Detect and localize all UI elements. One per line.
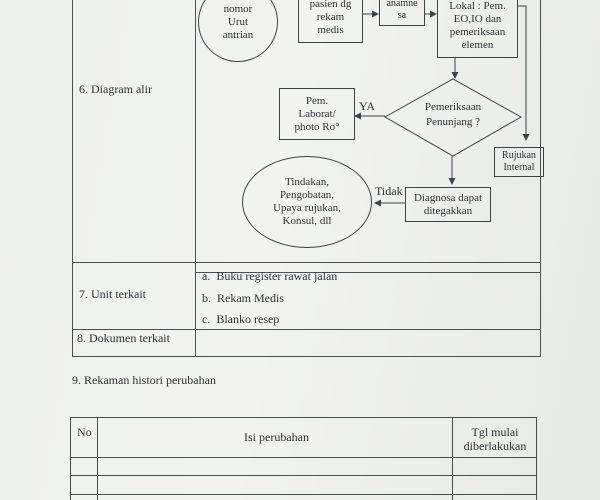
history-col-divider <box>452 417 453 500</box>
history-left-border <box>70 417 71 500</box>
history-row-line <box>70 475 537 476</box>
table-right-border <box>540 0 541 357</box>
list-item: c. Blanko resep <box>202 312 280 326</box>
col-header-no: No <box>77 425 92 439</box>
node-local-exam: Lokal : Pem. EO,IO dan pemeriksaan eleme… <box>437 0 518 58</box>
node-patient-record: pasien dg rekam medis <box>298 0 363 43</box>
section-title-change-history: 9. Rekaman histori perubahan <box>72 373 216 387</box>
row-divider-6-7 <box>72 262 541 263</box>
node-treatment: Tindakan, Pengobatan, Upaya rujukan, Kon… <box>242 156 372 248</box>
row-divider-7-8 <box>72 329 541 330</box>
table-left-border <box>72 0 73 356</box>
unit-items-inner-line <box>195 272 540 273</box>
list-item: a. Buku register rawat jalan <box>202 269 338 283</box>
row-label-related-document: 8. Dokumen terkait <box>77 331 170 345</box>
node-anamnesa: anamne sa <box>379 0 425 26</box>
history-top-border <box>70 417 537 418</box>
list-item: b. Rekam Medis <box>202 291 284 305</box>
history-right-border <box>536 417 537 500</box>
history-header-bottom <box>70 457 537 458</box>
col-header-date: Tgl mulai diberlakukan <box>463 425 527 453</box>
node-diagnosis: Diagnosa dapat ditegakkan <box>405 187 491 222</box>
diamond-text: Pemeriksaan Penunjang ? <box>424 101 482 128</box>
label-no: Tidak <box>375 184 403 198</box>
label-yes: YA <box>359 99 376 113</box>
diamond-support-exam <box>383 78 523 157</box>
node-lab-exam: Pem. Laborat/ photo Ro° <box>279 88 355 140</box>
table-column-divider <box>195 0 196 356</box>
history-col-divider <box>97 417 98 500</box>
row-label-related-unit: 7. Unit terkait <box>79 287 146 301</box>
row-label-flow-diagram: 6. Diagram alir <box>79 82 152 96</box>
node-internal-referral: Rujukan Internal <box>494 147 544 177</box>
table-bottom-border <box>72 356 541 357</box>
history-row-line <box>70 494 537 495</box>
col-header-content: Isi perubahan <box>244 430 309 444</box>
